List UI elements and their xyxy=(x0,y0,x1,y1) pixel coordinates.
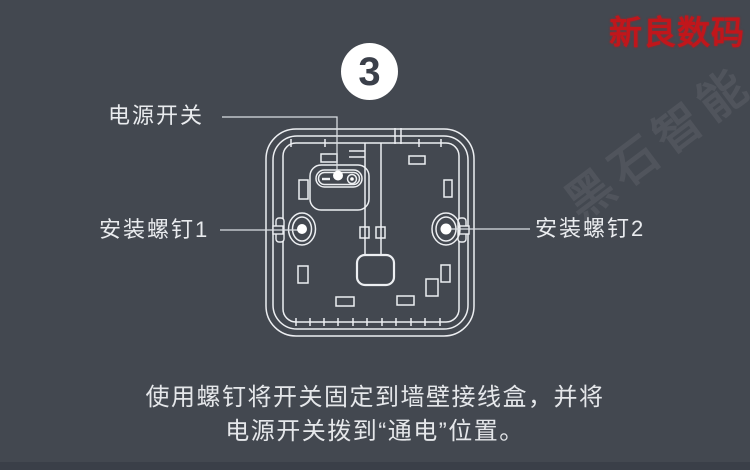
screw-boss-left xyxy=(287,212,317,246)
wiring-channel xyxy=(349,143,396,287)
mounting-screw-1-label: 安装螺钉1 xyxy=(99,217,210,242)
power-switch-label: 电源开关 xyxy=(108,103,205,128)
top-right-watermark-text: 新良数码 xyxy=(609,13,745,52)
top-slot xyxy=(394,128,402,144)
leader-lines xyxy=(220,116,530,231)
caption-line-1: 使用螺钉将开关固定到墙壁接线盒，并将 xyxy=(145,384,605,411)
screw-holes xyxy=(297,170,452,235)
retaining-clips xyxy=(297,155,453,307)
tick-marks xyxy=(290,139,442,326)
step-number: 3 xyxy=(358,49,381,94)
step-number-badge: 3 xyxy=(341,43,398,100)
bottom-edge-bar xyxy=(0,462,750,470)
instruction-caption: 使用螺钉将开关固定到墙壁接线盒，并将 电源开关拨到“通电”位置。 xyxy=(0,381,750,449)
power-switch-leader-line xyxy=(222,116,338,172)
caption-line-2: 电源开关拨到“通电”位置。 xyxy=(225,418,525,445)
power-switch-module xyxy=(309,153,370,211)
mounting-screw-2-label: 安装螺钉2 xyxy=(535,216,646,241)
